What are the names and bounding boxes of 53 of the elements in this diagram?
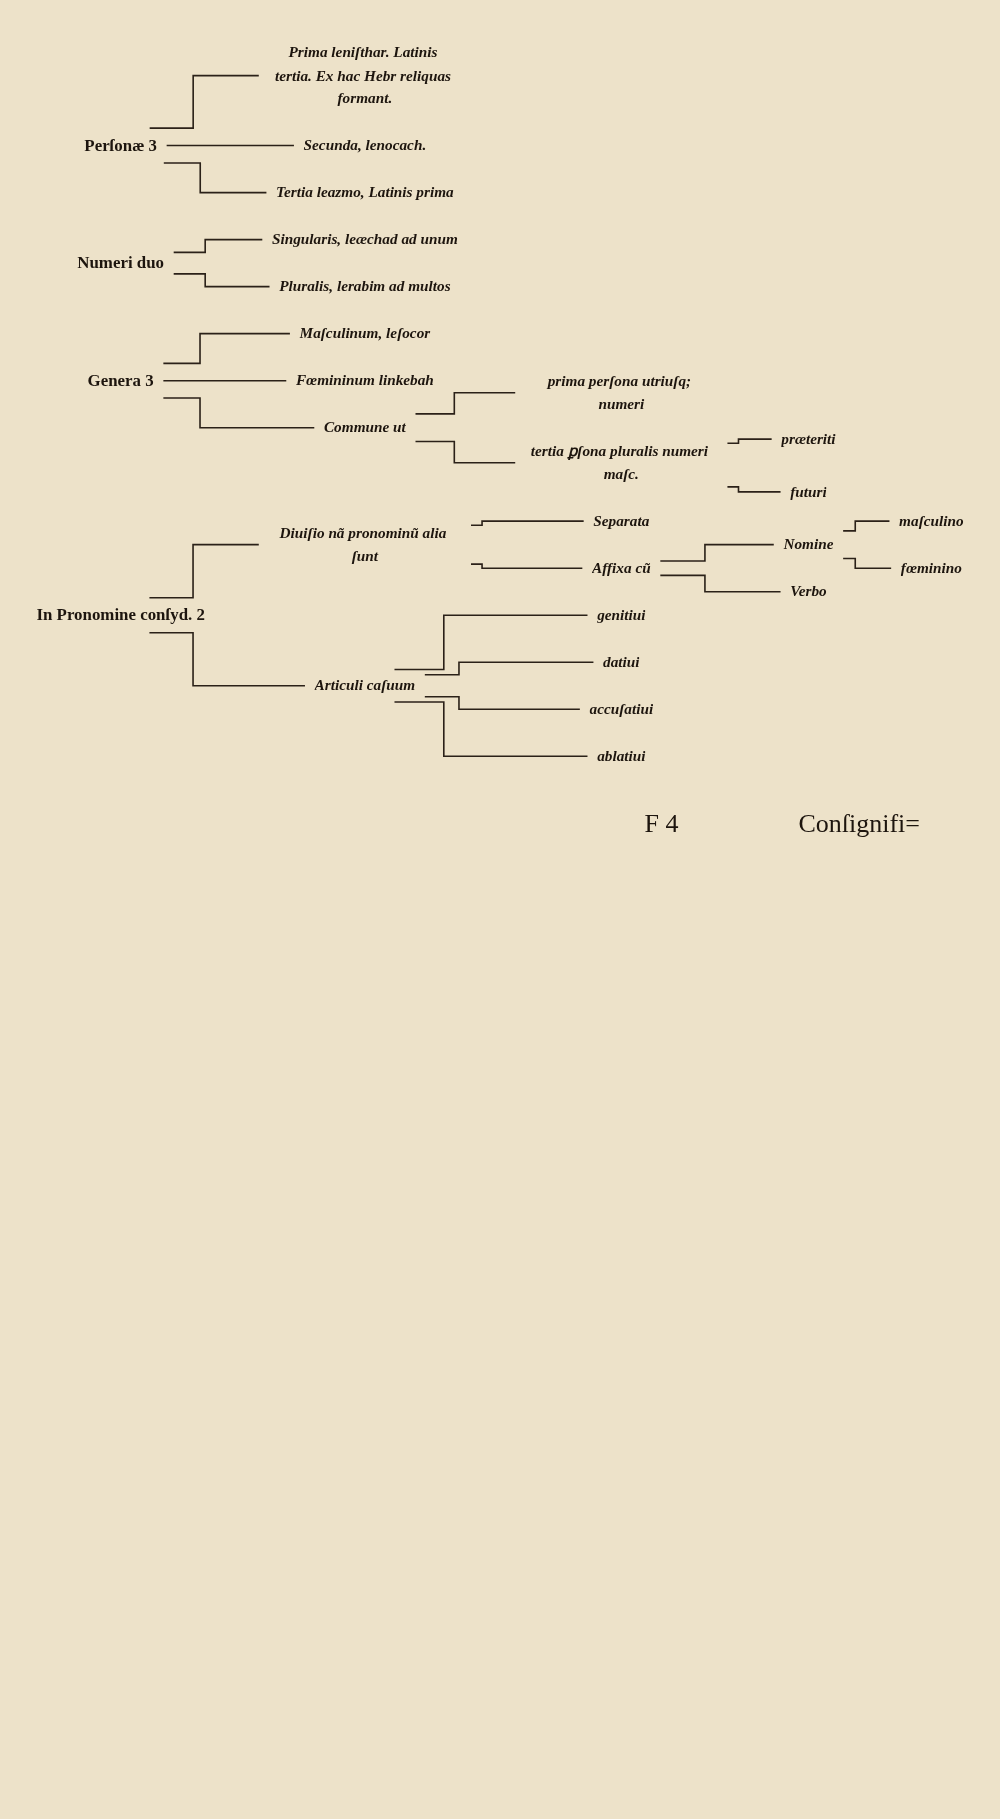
connector bbox=[393, 701, 589, 758]
connector bbox=[414, 440, 517, 464]
connector bbox=[726, 486, 782, 493]
node-text: futuri bbox=[790, 482, 827, 500]
node-text: Pluralis, lerabim ad multos bbox=[279, 277, 451, 295]
node-text: tertia ꝑſona pluralis numeri maſc. bbox=[530, 442, 709, 482]
node-text: Secunda, lenocach. bbox=[303, 136, 427, 154]
connector bbox=[659, 543, 775, 562]
connector bbox=[165, 144, 295, 147]
catchword: Conſignifi= bbox=[798, 809, 920, 839]
connector bbox=[148, 543, 260, 599]
connector bbox=[414, 391, 517, 415]
node-text: Tertia leazmo, Latinis prima bbox=[276, 183, 454, 201]
connector bbox=[842, 520, 891, 532]
node-text: maſculino bbox=[899, 512, 964, 529]
node-text: fœminino bbox=[900, 559, 962, 577]
node-text: Perſonæ 3 bbox=[84, 135, 157, 155]
connector bbox=[424, 695, 581, 711]
connector bbox=[424, 661, 595, 676]
connector bbox=[163, 162, 268, 194]
connector bbox=[470, 563, 584, 569]
node-text: Verbo bbox=[790, 582, 827, 600]
node-text: Diuiſio nã pronominũ alia ſunt bbox=[279, 524, 447, 564]
node-text: prima perſona utriuſq; numeri bbox=[547, 372, 692, 413]
node-text: Numeri duo bbox=[77, 252, 165, 273]
connector bbox=[162, 379, 288, 382]
connector bbox=[726, 438, 773, 445]
connector bbox=[162, 332, 291, 365]
node-text: Singularis, leæchad ad unum bbox=[271, 230, 458, 248]
node-text: Genera 3 bbox=[87, 370, 154, 390]
node-text: Commune ut bbox=[323, 418, 406, 436]
connector bbox=[659, 574, 782, 593]
connector bbox=[172, 238, 264, 254]
node-text: Prima leniſthar. Latinis tertia. Ex hac Hebr reliquas formant. bbox=[274, 43, 452, 107]
connector bbox=[842, 557, 892, 569]
node-text: accuſatiui bbox=[589, 700, 654, 718]
node-text: ablatiui bbox=[597, 747, 646, 765]
connector bbox=[393, 614, 589, 671]
connector bbox=[148, 74, 260, 129]
node-text: Nomine bbox=[783, 535, 834, 553]
node-text: datiui bbox=[603, 653, 640, 671]
node-text: Separata bbox=[593, 512, 650, 529]
signature-mark: F 4 bbox=[644, 809, 679, 839]
node-text: In Pronomine conſyd. 2 bbox=[36, 604, 205, 625]
connector bbox=[470, 520, 585, 526]
node-text: Affixa cũ bbox=[591, 559, 651, 577]
connector bbox=[162, 397, 316, 429]
node-text: Articuli caſuum bbox=[314, 676, 416, 694]
connector bbox=[172, 273, 271, 288]
node-text: Fœmininum linkebah bbox=[295, 371, 434, 389]
node-text: Maſculinum, leſocor bbox=[299, 324, 431, 342]
node-text: genitiui bbox=[597, 606, 646, 624]
connector bbox=[148, 631, 306, 687]
